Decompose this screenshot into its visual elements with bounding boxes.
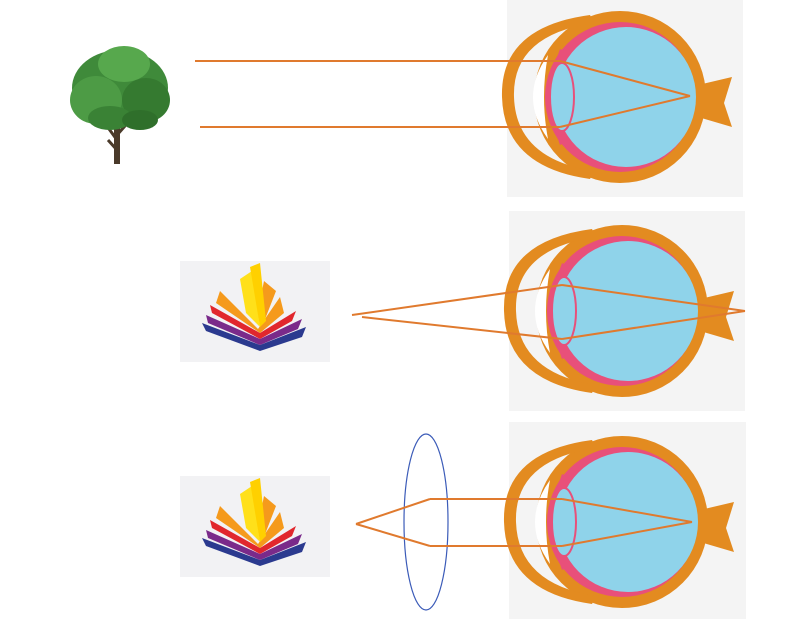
panel-near-object-corrected	[180, 422, 746, 619]
light-rays	[195, 60, 691, 128]
light-rays	[351, 284, 746, 340]
light-rays	[355, 498, 693, 547]
panel-distant-object	[70, 0, 743, 197]
book-icon	[180, 476, 330, 577]
book-icon	[180, 261, 330, 362]
corrective-convex-lens-icon	[403, 433, 449, 611]
tree-icon	[70, 46, 170, 164]
panel-near-object-uncorrected	[180, 211, 746, 411]
